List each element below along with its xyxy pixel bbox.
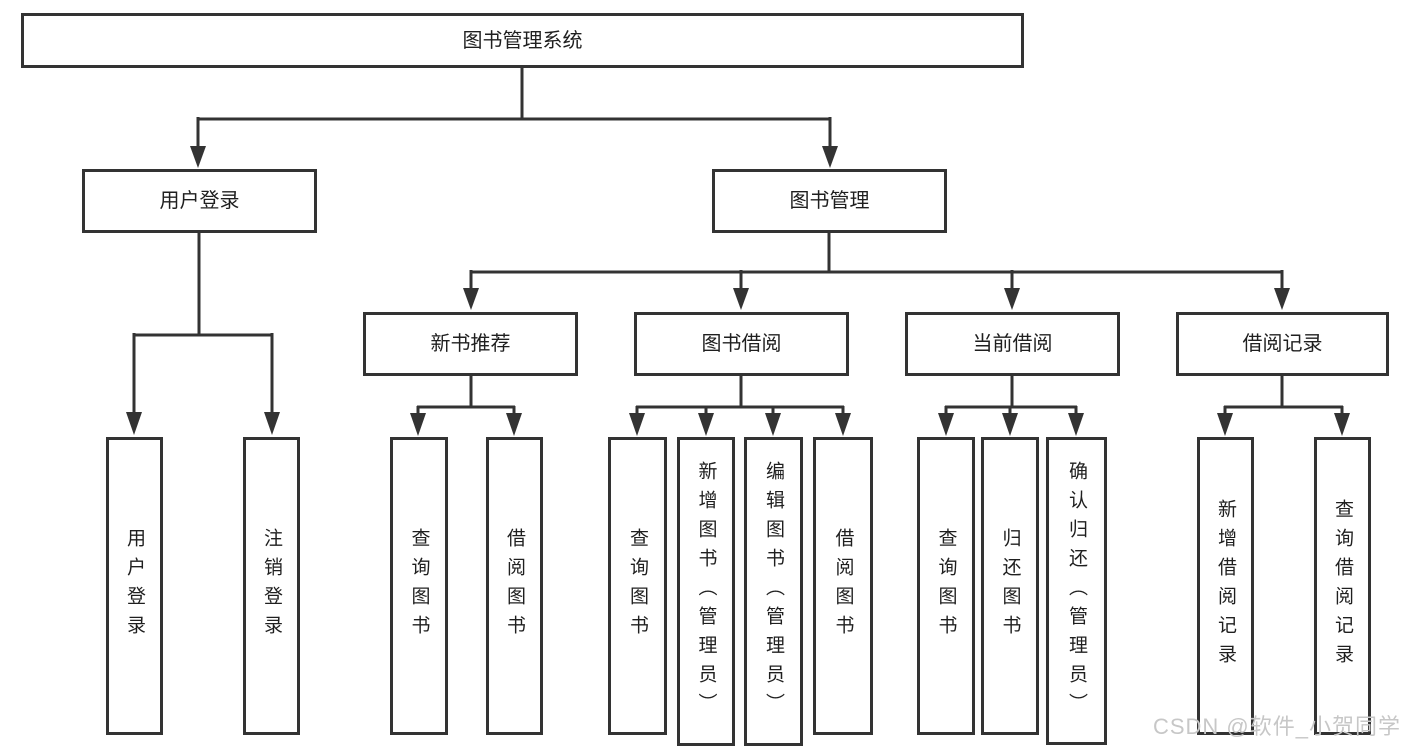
- node-query-books-1: 查询图书: [390, 437, 448, 735]
- node-edit-books-admin: 编辑图书（管理员）: [744, 437, 803, 746]
- arrowheads-level3: [463, 288, 1290, 310]
- node-borrow-books-1: 借阅图书: [486, 437, 543, 735]
- node-add-books-admin: 新增图书（管理员）: [677, 437, 735, 746]
- node-label: 注销登录: [261, 528, 282, 644]
- node-book-management: 图书管理: [712, 169, 947, 233]
- node-label: 归还图书: [999, 528, 1021, 644]
- node-return-books: 归还图书: [981, 437, 1039, 735]
- node-label: 查询图书: [935, 528, 957, 644]
- arrowheads-user-login-children: [126, 412, 280, 435]
- node-label: 确认归还（管理员）: [1066, 460, 1087, 722]
- connector-root-to-level2: [196, 68, 832, 147]
- node-root-system: 图书管理系统: [21, 13, 1024, 68]
- arrowheads-current-borrow-group: [938, 413, 1084, 436]
- arrowheads-book-borrow-group: [629, 413, 851, 436]
- node-label: 查询图书: [627, 528, 648, 644]
- arrowheads-new-book-group: [410, 413, 522, 436]
- connector-new-book-group: [416, 376, 516, 414]
- node-new-book-recommend: 新书推荐: [363, 312, 578, 376]
- node-borrow-books-2: 借阅图书: [813, 437, 873, 735]
- node-query-books-3: 查询图书: [917, 437, 975, 735]
- node-current-borrowing: 当前借阅: [905, 312, 1120, 376]
- node-confirm-return-admin: 确认归还（管理员）: [1046, 437, 1107, 745]
- node-label: 新增借阅记录: [1215, 499, 1236, 673]
- node-add-borrow-record: 新增借阅记录: [1197, 437, 1254, 735]
- connector-user-login-children: [132, 233, 274, 413]
- node-user-login: 用户登录: [82, 169, 317, 233]
- node-logout: 注销登录: [243, 437, 300, 735]
- connector-book-borrow-group: [635, 376, 845, 414]
- node-label: 编辑图书（管理员）: [763, 461, 784, 722]
- arrowheads-level2: [190, 146, 838, 168]
- node-borrow-records: 借阅记录: [1176, 312, 1389, 376]
- node-query-books-2: 查询图书: [608, 437, 667, 735]
- node-query-borrow-record: 查询借阅记录: [1314, 437, 1371, 735]
- node-book-borrowing: 图书借阅: [634, 312, 849, 376]
- node-label: 借阅图书: [504, 528, 525, 644]
- node-label: 查询图书: [408, 528, 430, 644]
- node-label: 查询借阅记录: [1332, 499, 1353, 673]
- node-label: 用户登录: [124, 528, 145, 644]
- connector-current-borrow-group: [944, 376, 1078, 414]
- node-label: 借阅图书: [832, 528, 854, 644]
- connector-borrow-record-group: [1223, 376, 1344, 414]
- connector-book-mgmt-to-level3: [469, 233, 1284, 289]
- csdn-watermark: CSDN @软件_小贺同学: [1152, 714, 1401, 739]
- arrowheads-borrow-record-group: [1217, 413, 1350, 436]
- node-label: 新增图书（管理员）: [695, 461, 717, 722]
- node-user-login-leaf: 用户登录: [106, 437, 163, 735]
